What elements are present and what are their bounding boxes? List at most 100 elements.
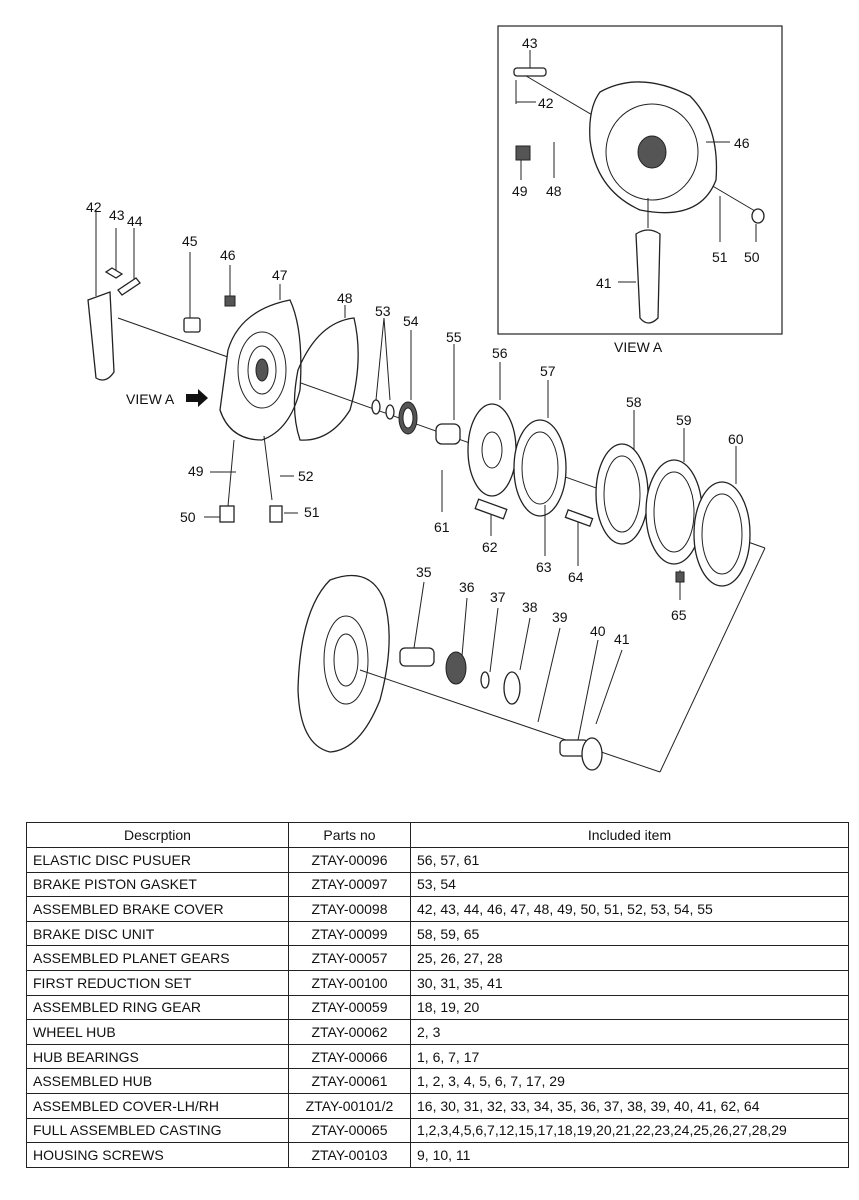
view-a-label: VIEW A [126, 391, 175, 407]
cell-included: 42, 43, 44, 46, 47, 48, 49, 50, 51, 52, … [410, 896, 849, 922]
callout: 46 [220, 247, 236, 263]
part-45-bolt [183, 252, 201, 333]
cell-included: 58, 59, 65 [410, 920, 849, 947]
callout: 50 [180, 509, 196, 525]
cell-description: BRAKE DISC UNIT [26, 920, 289, 947]
cell-part-no: ZTAY-00098 [288, 896, 411, 922]
cell-part-no: ZTAY-00100 [288, 969, 411, 996]
exploded-parts-diagram: 42 43 44 45 46 47 48 49 50 51 52 53 54 5… [86, 25, 783, 773]
cell-description: ASSEMBLED PLANET GEARS [26, 945, 289, 971]
callout: 37 [490, 589, 506, 605]
cell-part-no: ZTAY-00065 [288, 1117, 411, 1144]
cell-included: 18, 19, 20 [410, 994, 849, 1021]
cell-part-no: ZTAY-00066 [288, 1043, 411, 1070]
header-parts-no: Parts no [288, 822, 411, 848]
part-42-handle [87, 210, 115, 381]
cell-description: ELASTIC DISC PUSUER [26, 847, 289, 873]
callout: 61 [434, 519, 450, 535]
cell-included: 1, 6, 7, 17 [410, 1043, 849, 1070]
cell-description: ASSEMBLED COVER-LH/RH [26, 1092, 289, 1119]
cell-description: ASSEMBLED HUB [26, 1068, 289, 1094]
cell-description: HOUSING SCREWS [26, 1142, 289, 1168]
cell-included: 53, 54 [410, 871, 849, 898]
inset-callout: 49 [512, 183, 528, 199]
callout: 45 [182, 233, 198, 249]
callout: 53 [375, 303, 391, 319]
header-description: Descrption [26, 822, 289, 848]
cell-part-no: ZTAY-00096 [288, 847, 411, 873]
callout: 39 [552, 609, 568, 625]
cover-casting-assembly [297, 547, 766, 773]
part-57-elastic-disc [513, 380, 567, 517]
cell-included: 1,2,3,4,5,6,7,12,15,17,18,19,20,21,22,23… [410, 1117, 849, 1144]
callout: 58 [626, 394, 642, 410]
table-header-row: Descrption Parts no Included item [26, 822, 849, 848]
part-47-brake-cover [219, 284, 302, 441]
cell-included: 9, 10, 11 [410, 1142, 849, 1168]
callout: 42 [86, 199, 102, 215]
inset-callout: 46 [734, 135, 750, 151]
view-a-inset: 43 42 46 49 48 51 50 41 VIEW A [497, 25, 783, 355]
cell-included: 56, 57, 61 [410, 847, 849, 873]
inset-callout: 42 [538, 95, 554, 111]
arrow-right-icon [186, 389, 208, 407]
part-56-disc-pusher [467, 362, 517, 497]
part-54-seal [398, 330, 418, 435]
cell-included: 30, 31, 35, 41 [410, 969, 849, 996]
part-61-65-pins-springs [441, 470, 685, 600]
part-48-gasket [293, 305, 359, 441]
cell-description: ASSEMBLED BRAKE COVER [26, 896, 289, 922]
cell-description: ASSEMBLED RING GEAR [26, 994, 289, 1021]
header-included-item: Included item [410, 822, 849, 848]
cell-part-no: ZTAY-00057 [288, 945, 411, 971]
part-59-brake-disc [645, 428, 703, 565]
cell-included: 25, 26, 27, 28 [410, 945, 849, 971]
callout: 51 [304, 504, 320, 520]
part-46-plug [224, 265, 236, 307]
callout: 36 [459, 579, 475, 595]
callout: 57 [540, 363, 556, 379]
parts-table: Descrption Parts no Included item ELASTI… [26, 822, 849, 1168]
part-60-brake-disc [693, 446, 751, 587]
callout: 54 [403, 313, 419, 329]
callout: 55 [446, 329, 462, 345]
cell-part-no: ZTAY-00061 [288, 1068, 411, 1094]
callout: 38 [522, 599, 538, 615]
cell-description: FULL ASSEMBLED CASTING [26, 1117, 289, 1144]
callout: 49 [188, 463, 204, 479]
part-43-44-pins [104, 228, 141, 296]
callout-labels: 42 43 44 45 46 47 48 49 50 51 52 53 54 5… [86, 199, 744, 647]
cell-description: FIRST REDUCTION SET [26, 969, 289, 996]
callout: 63 [536, 559, 552, 575]
callout: 47 [272, 267, 288, 283]
inset-callout: 48 [546, 183, 562, 199]
inset-caption: VIEW A [614, 339, 663, 355]
cell-included: 1, 2, 3, 4, 5, 6, 7, 17, 29 [410, 1068, 849, 1094]
cell-part-no: ZTAY-00062 [288, 1019, 411, 1045]
cell-part-no: ZTAY-00099 [288, 920, 411, 947]
part-53-o-rings [371, 317, 395, 420]
inset-callout: 41 [596, 275, 612, 291]
callout: 41 [614, 631, 630, 647]
callout: 52 [298, 468, 314, 484]
cell-included: 2, 3 [410, 1019, 849, 1045]
callout: 60 [728, 431, 744, 447]
inset-callout: 43 [522, 35, 538, 51]
cell-part-no: ZTAY-00103 [288, 1142, 411, 1168]
inset-callout: 51 [712, 249, 728, 265]
callout: 65 [671, 607, 687, 623]
cell-part-no: ZTAY-00059 [288, 994, 411, 1021]
callout: 43 [109, 207, 125, 223]
callout: 35 [416, 564, 432, 580]
callout: 62 [482, 539, 498, 555]
